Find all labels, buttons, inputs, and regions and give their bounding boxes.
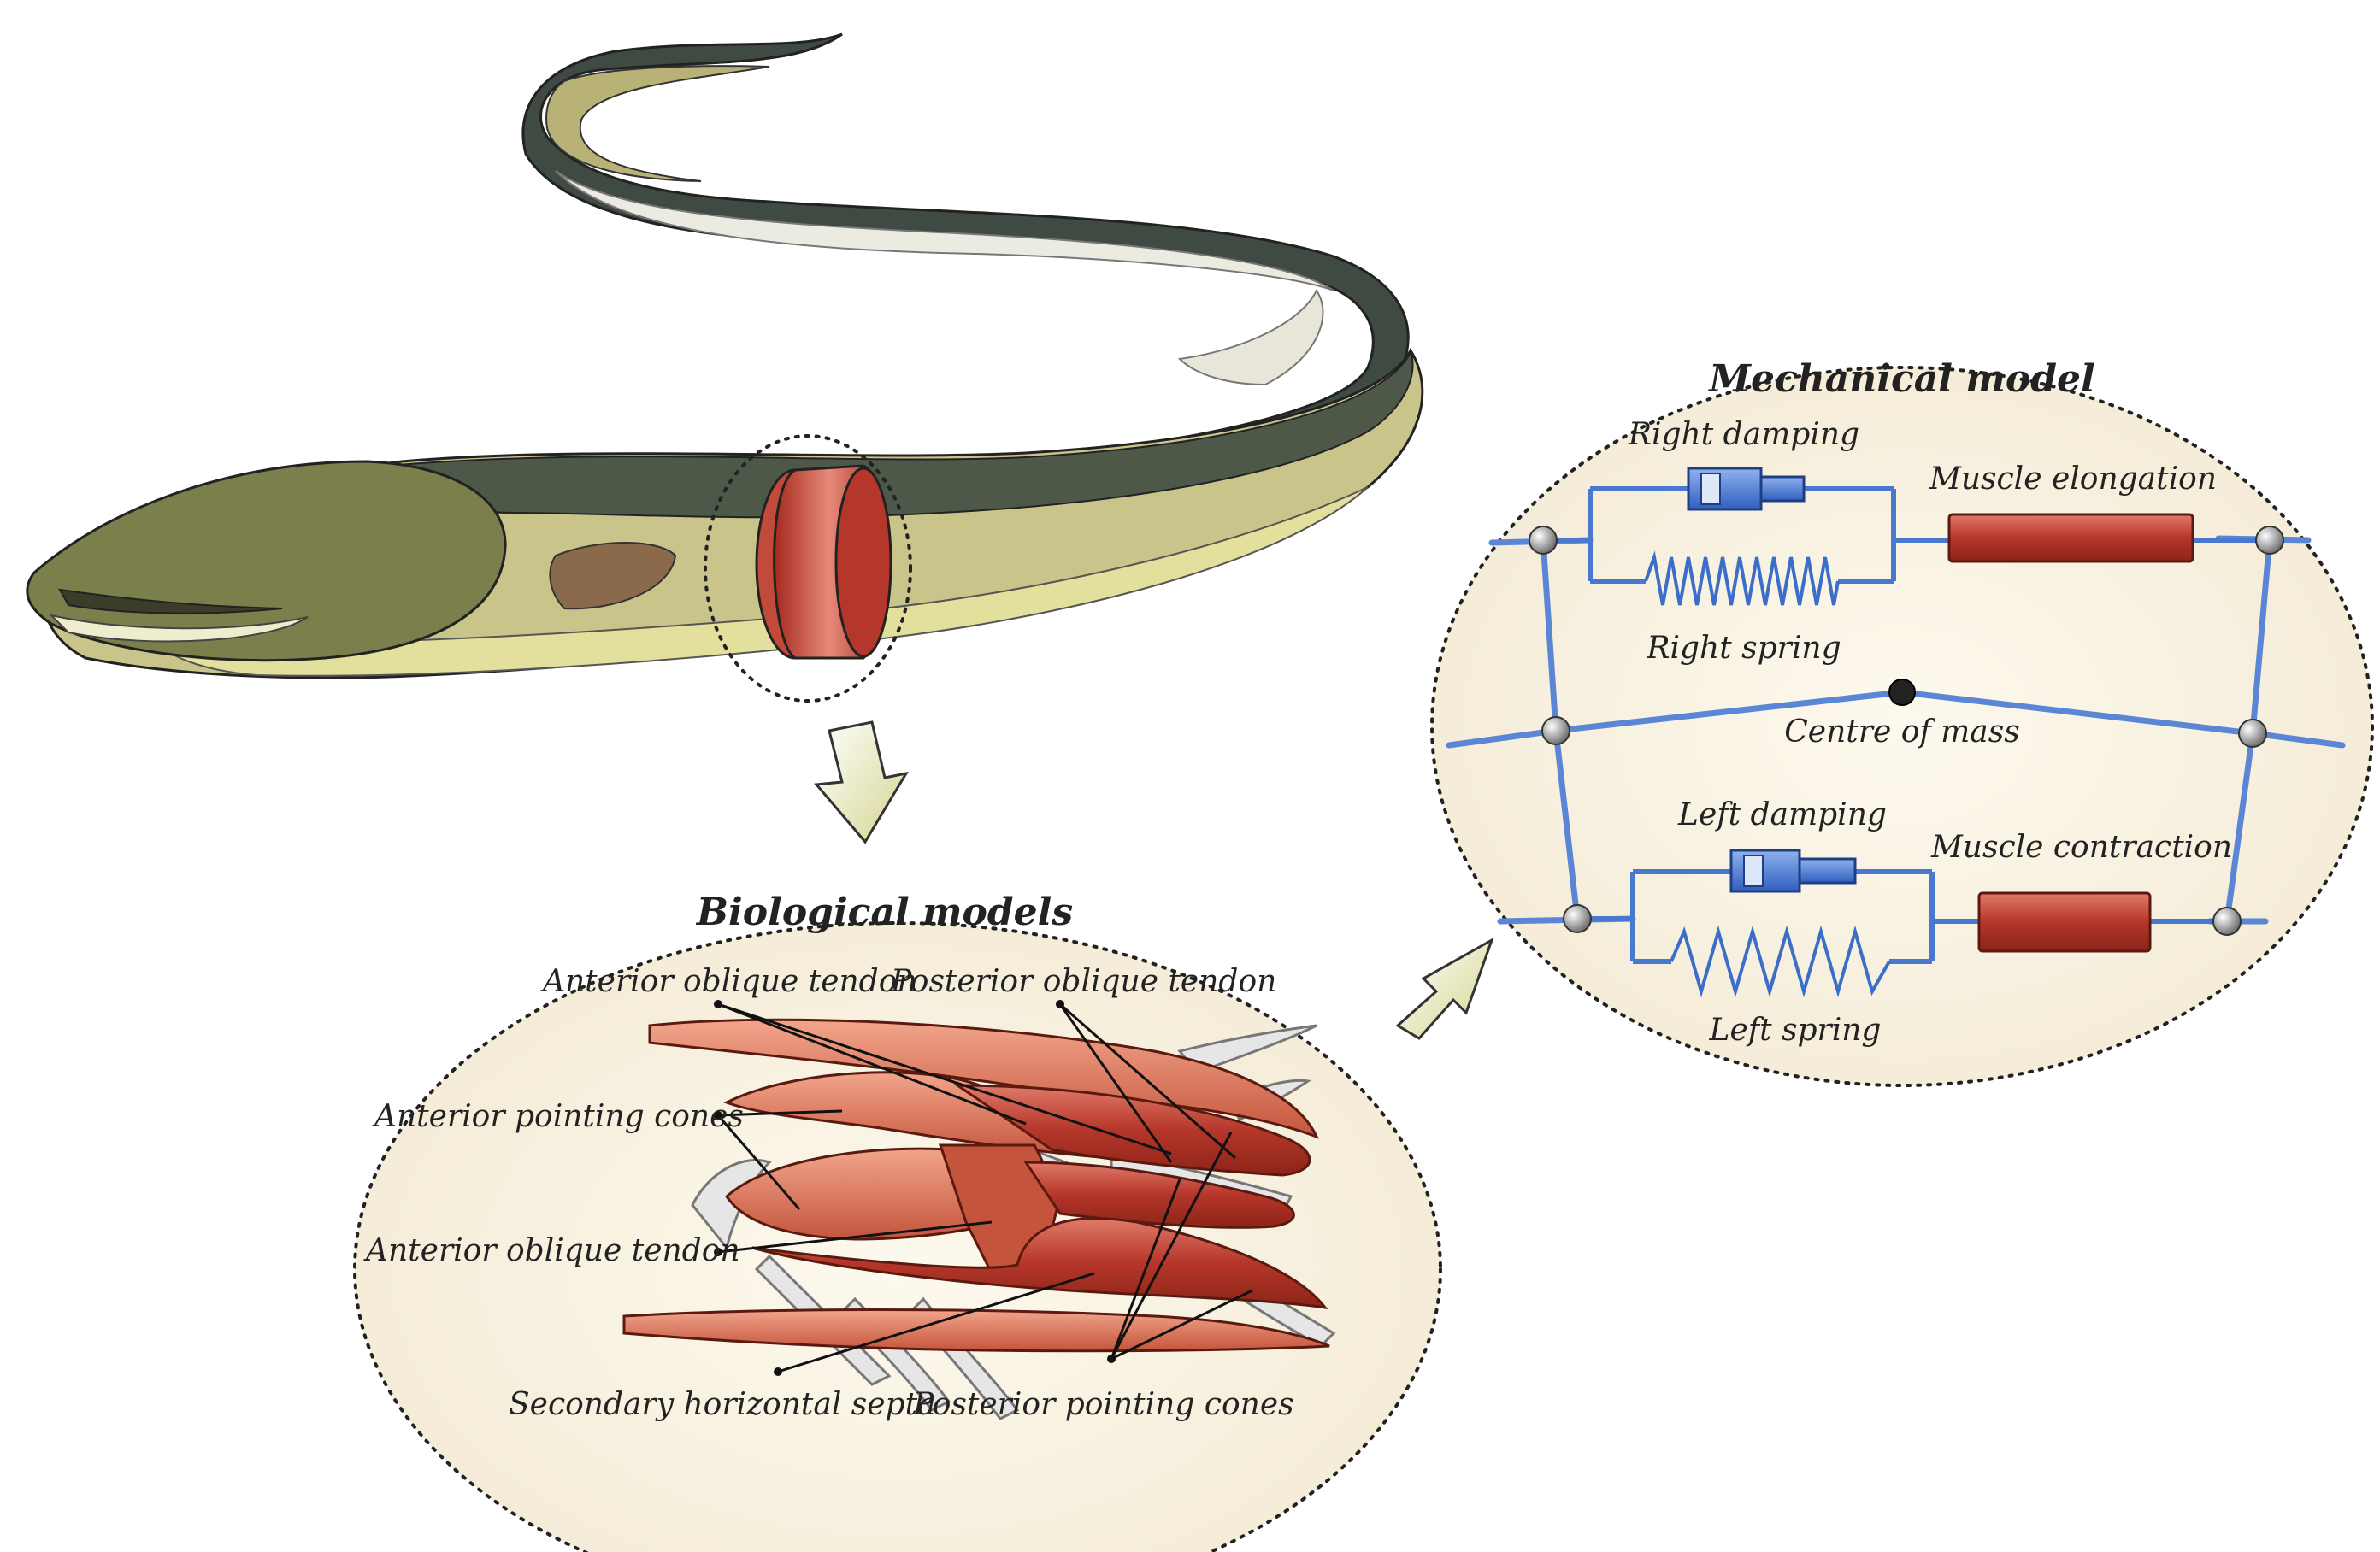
eel-muscle-segment-front — [834, 467, 892, 658]
centre-of-mass-node — [1888, 679, 1916, 706]
label-anterior-pointing-cones: Anterior pointing cones — [372, 1099, 744, 1134]
muscle-top-plate — [648, 1018, 1319, 1139]
biological-leader-lines — [716, 1002, 1253, 1373]
eel-jaw — [48, 614, 309, 643]
eel-tail-stripe — [545, 65, 770, 182]
muscle-bottom-plate — [622, 1308, 1330, 1353]
right-spring — [1644, 550, 1840, 606]
label-anterior-oblique-tendon-top: Anterior oblique tendon — [540, 964, 917, 999]
label-anterior-oblique-tendon-mid: Anterior oblique tendon — [363, 1233, 740, 1268]
down-arrow-icon — [814, 720, 910, 844]
biological-title: Biological models — [695, 891, 1073, 934]
muscle-contraction-bar — [1977, 891, 2152, 953]
label-posterior-oblique-tendon: Posterior oblique tendon — [890, 964, 1276, 999]
right-damper-spring-frame — [1543, 486, 2270, 584]
eel-mouth — [58, 588, 283, 614]
eel-upper-band — [356, 350, 1414, 519]
muscle-elongation-bar — [1947, 513, 2194, 563]
label-muscle-contraction: Muscle contraction — [1930, 830, 2232, 865]
eel-illustration — [26, 32, 1424, 703]
label-left-damping: Left damping — [1677, 797, 1887, 832]
eel-white-stripe-2 — [1177, 289, 1324, 386]
eel-white-stripe — [555, 170, 1334, 291]
label-left-spring: Left spring — [1709, 1013, 1882, 1048]
left-spring — [1670, 925, 1891, 998]
label-centre-of-mass: Centre of mass — [1784, 714, 2019, 750]
biological-panel: Biological models — [353, 891, 1442, 1552]
mechanical-panel: Mechanical model — [1430, 357, 2374, 1087]
left-damper-spring-frame — [1577, 869, 2227, 964]
biological-leader-dots — [714, 1000, 1116, 1376]
mechanical-title: Mechanical model — [1707, 357, 2094, 401]
label-muscle-elongation: Muscle elongation — [1929, 461, 2217, 497]
label-right-damping: Right damping — [1628, 417, 1859, 452]
label-posterior-pointing-cones: Posterior pointing cones — [912, 1387, 1294, 1422]
posterior-cone-lower — [751, 1217, 1328, 1309]
posterior-cone-middle — [1023, 1161, 1295, 1229]
label-secondary-horizontal-septa: Secondary horizontal septa — [509, 1387, 936, 1422]
label-right-spring: Right spring — [1646, 631, 1841, 666]
diagonal-arrow-icon — [1395, 937, 1494, 1040]
eel-pectoral-fin — [549, 542, 677, 610]
left-damper — [1729, 849, 1857, 893]
joint-nodes — [1529, 526, 2284, 936]
right-damper — [1687, 467, 1806, 511]
selection-ellipse — [704, 434, 912, 703]
